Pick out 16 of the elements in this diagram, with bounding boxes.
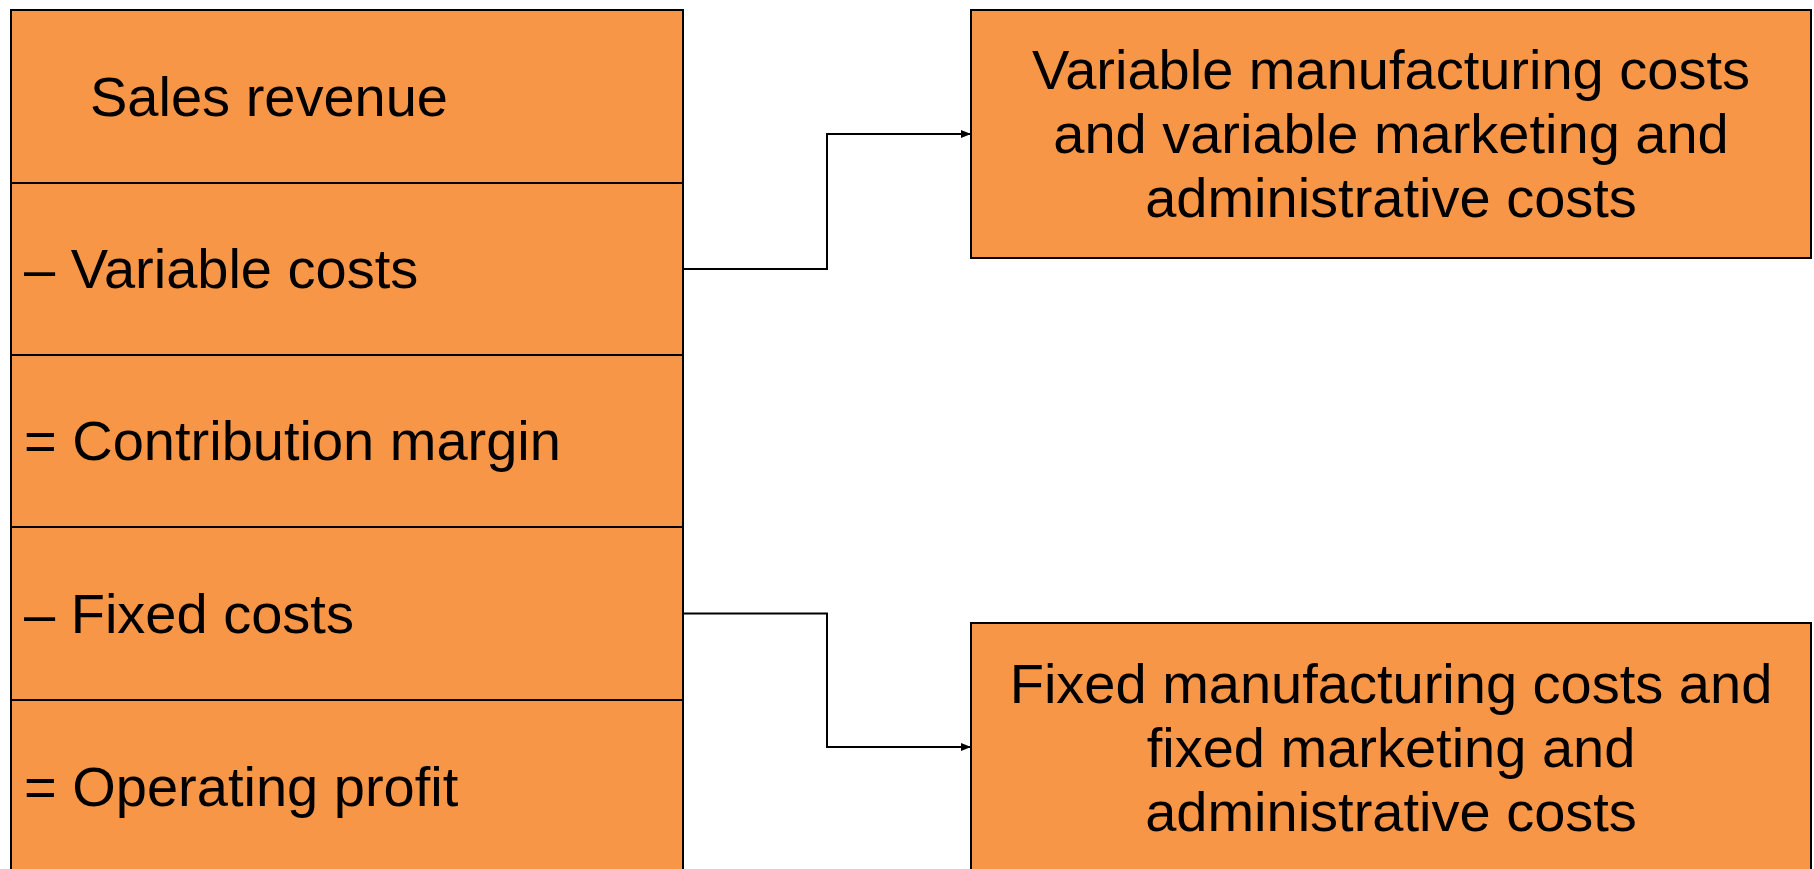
arrow	[683, 612, 971, 751]
statement-row	[10, 526, 684, 701]
arrow	[683, 130, 971, 270]
row-label: = Operating profit	[24, 754, 459, 819]
cost-box	[970, 9, 1812, 259]
statement-row	[10, 182, 684, 356]
statement-row	[10, 354, 684, 528]
row-label: – Variable costs	[24, 237, 419, 301]
row-label: – Fixed costs	[24, 581, 354, 646]
statement-row	[10, 9, 684, 184]
statement-row	[10, 699, 684, 869]
box-text: Fixed manufacturing costs and fixed marketing and administrative costs	[1008, 652, 1774, 844]
row-label: = Contribution margin	[24, 409, 561, 473]
row-label: Sales revenue	[90, 64, 448, 129]
cost-box	[970, 622, 1812, 869]
box-text: Variable manufacturing costs and variable marketing and administrative costs	[1031, 38, 1751, 230]
